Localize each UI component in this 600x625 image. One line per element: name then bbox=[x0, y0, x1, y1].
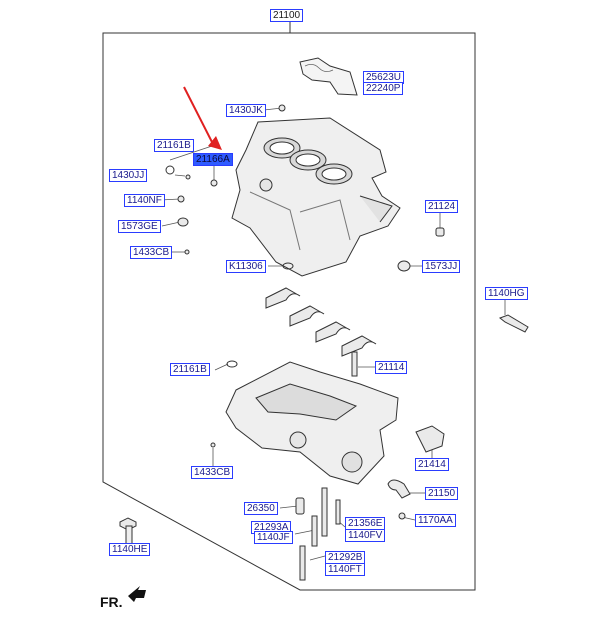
part-label-26350[interactable]: 26350 bbox=[244, 502, 278, 515]
part-label-22240P[interactable]: 22240P bbox=[363, 82, 404, 95]
bearing-caps bbox=[265, 287, 377, 357]
part-label-21114[interactable]: 21114 bbox=[375, 361, 408, 374]
part-label-1140NF[interactable]: 1140NF bbox=[124, 194, 165, 207]
part-label-1430JK[interactable]: 1430JK bbox=[226, 104, 266, 117]
part-label-1170AA[interactable]: 1170AA bbox=[415, 514, 456, 527]
small-parts bbox=[119, 104, 529, 581]
part-label-1573JJ[interactable]: 1573JJ bbox=[422, 260, 461, 273]
part-label-1140JF[interactable]: 1140JF bbox=[254, 531, 293, 544]
part-label-21414[interactable]: 21414 bbox=[415, 458, 449, 471]
part-label-21161B-upper[interactable]: 21161B bbox=[154, 139, 194, 152]
part-label-1573GE[interactable]: 1573GE bbox=[118, 220, 161, 233]
gasket-shape bbox=[299, 57, 358, 96]
part-label-K11306[interactable]: K11306 bbox=[226, 260, 266, 273]
part-label-1140FT[interactable]: 1140FT bbox=[325, 563, 365, 576]
part-label-1433CB-upper[interactable]: 1433CB bbox=[130, 246, 173, 259]
red-pointer-arrow bbox=[183, 86, 222, 150]
front-marker-label: FR. bbox=[100, 594, 123, 610]
part-label-1140HG[interactable]: 1140HG bbox=[485, 287, 528, 300]
part-label-1433CB-lower[interactable]: 1433CB bbox=[191, 466, 234, 479]
part-label-21150[interactable]: 21150 bbox=[425, 487, 459, 500]
main-part-label[interactable]: 21100 bbox=[270, 9, 304, 22]
cylinder-block-upper bbox=[231, 117, 401, 277]
part-label-1430JJ[interactable]: 1430JJ bbox=[109, 169, 148, 182]
part-label-1140FV[interactable]: 1140FV bbox=[345, 529, 386, 542]
cylinder-block-lower bbox=[225, 361, 399, 485]
part-label-21124[interactable]: 21124 bbox=[425, 200, 459, 213]
part-label-21166A[interactable]: 21166A bbox=[193, 153, 233, 166]
diagram-frame bbox=[102, 32, 476, 591]
front-direction-arrow bbox=[128, 586, 146, 602]
part-label-1140HE[interactable]: 1140HE bbox=[109, 543, 151, 556]
part-label-21161B-lower[interactable]: 21161B bbox=[170, 363, 210, 376]
